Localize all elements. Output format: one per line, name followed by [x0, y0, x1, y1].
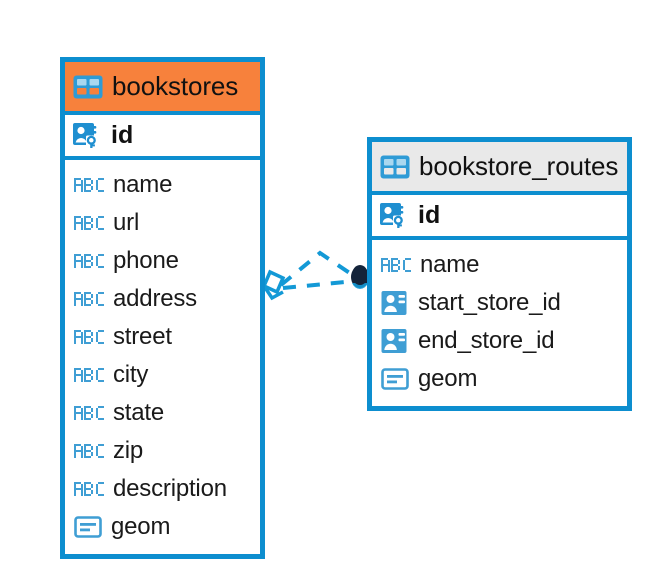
column-row-zip[interactable]: zip — [65, 432, 260, 470]
text-column-icon — [74, 176, 104, 194]
diamond-marker — [261, 269, 286, 301]
column-row-address[interactable]: address — [65, 280, 260, 318]
column-row-city[interactable]: city — [65, 356, 260, 394]
entity-title-bookstores: bookstores — [112, 71, 239, 101]
table-icon — [380, 155, 410, 179]
column-label: street — [113, 323, 172, 350]
column-label: description — [113, 475, 227, 502]
text-column-icon — [74, 328, 104, 346]
column-row-url[interactable]: url — [65, 204, 260, 242]
column-row-end-store-id[interactable]: end_store_id — [372, 322, 627, 360]
column-label: phone — [113, 247, 179, 274]
column-label: address — [113, 285, 197, 312]
geometry-column-icon — [74, 515, 102, 539]
text-column-icon — [74, 442, 104, 460]
column-label: name — [113, 171, 173, 198]
geometry-column-icon — [381, 367, 409, 391]
column-row-geom[interactable]: geom — [372, 360, 627, 398]
relationship-line-upper — [279, 250, 359, 287]
column-label: url — [113, 209, 140, 236]
column-row-start-store-id[interactable]: start_store_id — [372, 284, 627, 322]
foreign-key-icon — [381, 328, 409, 354]
column-label: geom — [111, 513, 171, 540]
table-icon — [73, 75, 103, 99]
text-column-icon — [74, 214, 104, 232]
primary-key-icon — [73, 122, 103, 150]
column-row-state[interactable]: state — [65, 394, 260, 432]
column-label: name — [420, 251, 480, 278]
text-column-icon — [74, 290, 104, 308]
column-list-bookstore-routes: name start_store_id — [372, 240, 627, 406]
primary-key-row-bookstore-routes[interactable]: id — [372, 191, 627, 240]
column-row-phone[interactable]: phone — [65, 242, 260, 280]
entity-table-bookstore-routes[interactable]: bookstore_routes id — [367, 137, 632, 411]
column-row-name[interactable]: name — [65, 166, 260, 204]
column-label: zip — [113, 437, 144, 464]
primary-key-label-bookstores: id — [111, 121, 134, 149]
column-row-geom[interactable]: geom — [65, 508, 260, 546]
entity-header-bookstores[interactable]: bookstores — [65, 62, 260, 111]
primary-key-row-bookstores[interactable]: id — [65, 111, 260, 160]
text-column-icon — [74, 252, 104, 270]
column-row-name[interactable]: name — [372, 246, 627, 284]
text-column-icon — [74, 404, 104, 422]
column-label: state — [113, 399, 165, 426]
column-label: start_store_id — [418, 289, 561, 316]
foreign-key-icon — [381, 290, 409, 316]
text-column-icon — [381, 256, 411, 274]
primary-key-icon — [380, 202, 410, 230]
entity-title-bookstore-routes: bookstore_routes — [419, 151, 619, 181]
primary-key-label-bookstore-routes: id — [418, 201, 441, 229]
column-list-bookstores: name u — [65, 160, 260, 554]
column-label: end_store_id — [418, 327, 555, 354]
column-row-description[interactable]: description — [65, 470, 260, 508]
column-label: geom — [418, 365, 478, 392]
text-column-icon — [74, 480, 104, 498]
entity-table-bookstores[interactable]: bookstores id — [60, 57, 265, 559]
relationship-line-lower — [282, 279, 357, 290]
column-row-street[interactable]: street — [65, 318, 260, 356]
column-label: city — [113, 361, 149, 388]
entity-header-bookstore-routes[interactable]: bookstore_routes — [372, 142, 627, 191]
text-column-icon — [74, 366, 104, 384]
